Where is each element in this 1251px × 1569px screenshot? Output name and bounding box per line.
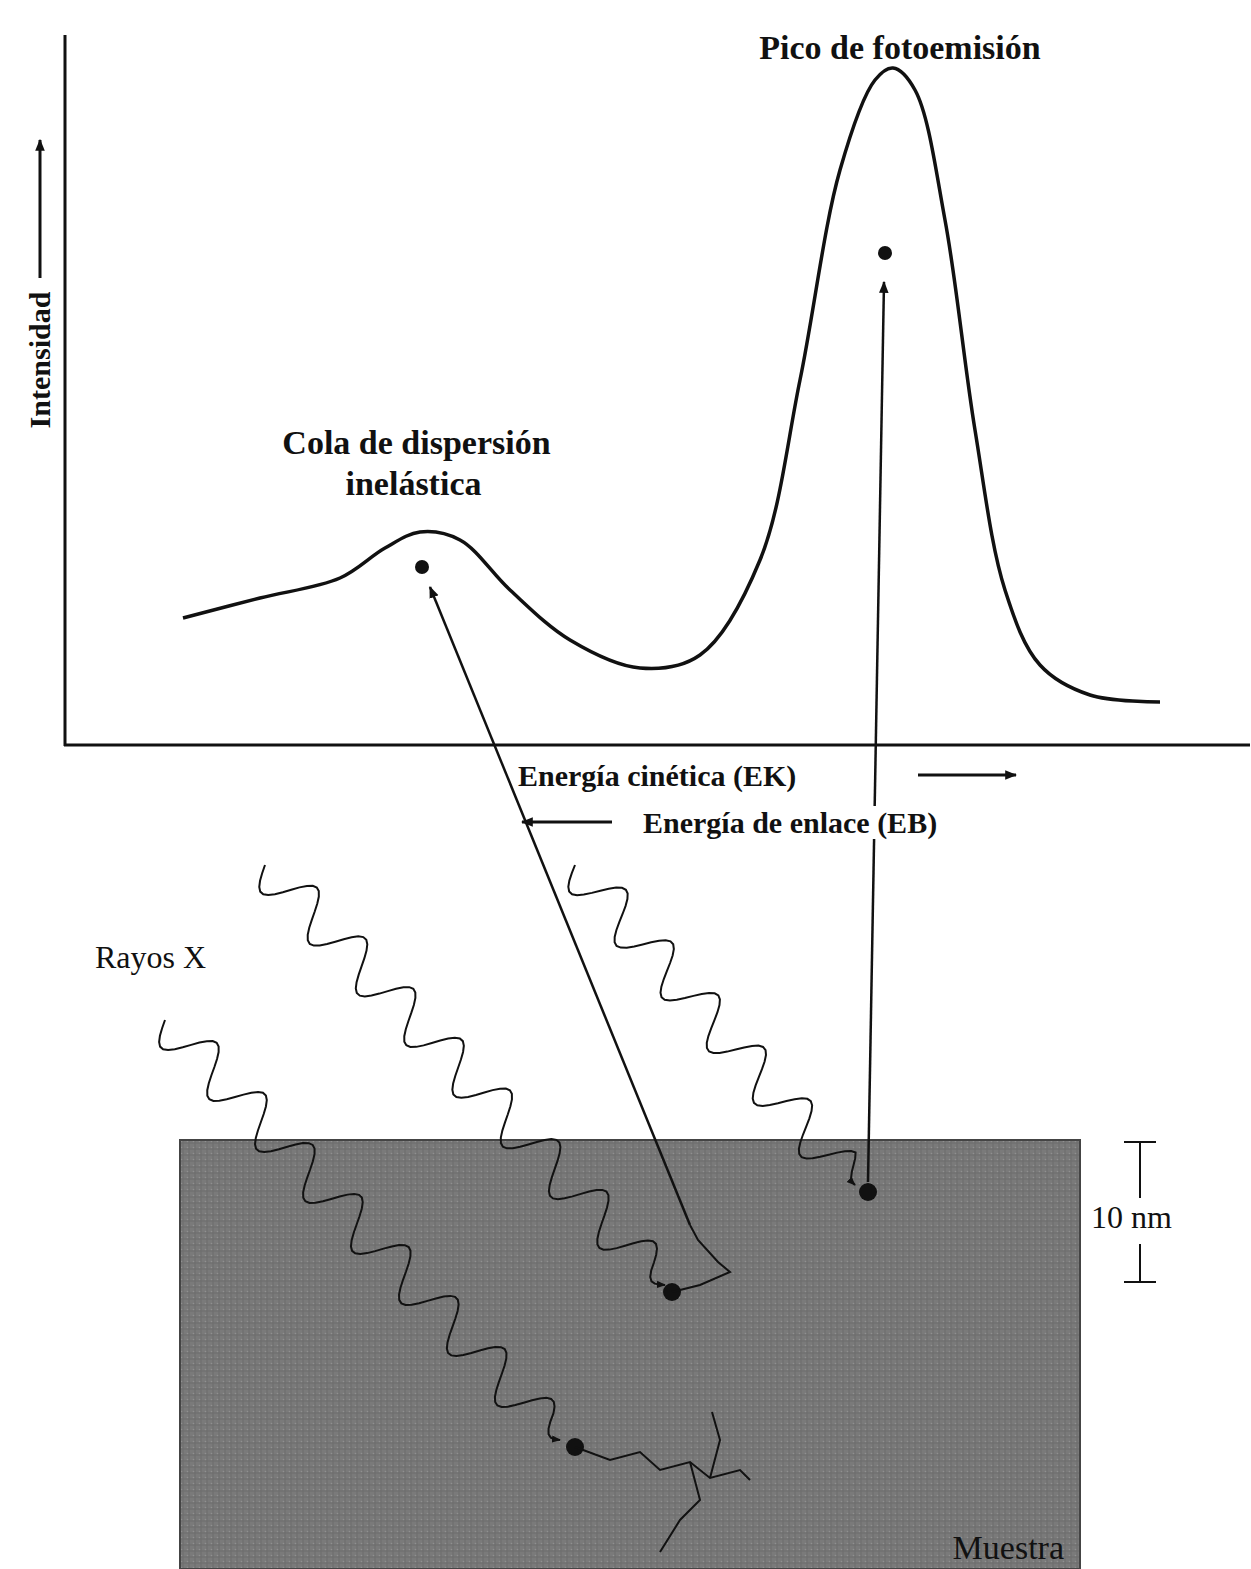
spectrum-curve [183, 68, 1160, 702]
spectrum-point [878, 246, 892, 260]
axis-label: Energía de enlace (EB) [640, 805, 1060, 841]
electron-path [710, 1412, 720, 1478]
x-ray-label: Rayos X [92, 938, 292, 976]
electron-path [672, 1225, 730, 1292]
photoelectron-arrow [430, 587, 690, 1225]
sample-block: Muestra [180, 1140, 1080, 1569]
axis-arrows [40, 140, 1016, 822]
electron-path [660, 1462, 700, 1552]
photoelectron-arrow [868, 282, 884, 1182]
x-ray-wave [159, 1020, 560, 1440]
sample-block [180, 1140, 1080, 1569]
axis-title: Intensidad [22, 260, 58, 460]
plot-axes [64, 35, 1250, 746]
electron-path [575, 1447, 750, 1480]
sample-label: Muestra [953, 1529, 1080, 1569]
x-ray-wave [568, 865, 855, 1185]
axis-label: Energía cinética (EK) [515, 758, 915, 794]
electron [859, 1183, 877, 1201]
tail-label: Cola de dispersión inelástica [215, 423, 615, 505]
x-ray-wave [259, 865, 665, 1285]
spectrum-point [415, 560, 429, 574]
depth-label: 10 nm [1088, 1198, 1238, 1236]
peak-label: Pico de fotoemisión [690, 28, 1110, 69]
